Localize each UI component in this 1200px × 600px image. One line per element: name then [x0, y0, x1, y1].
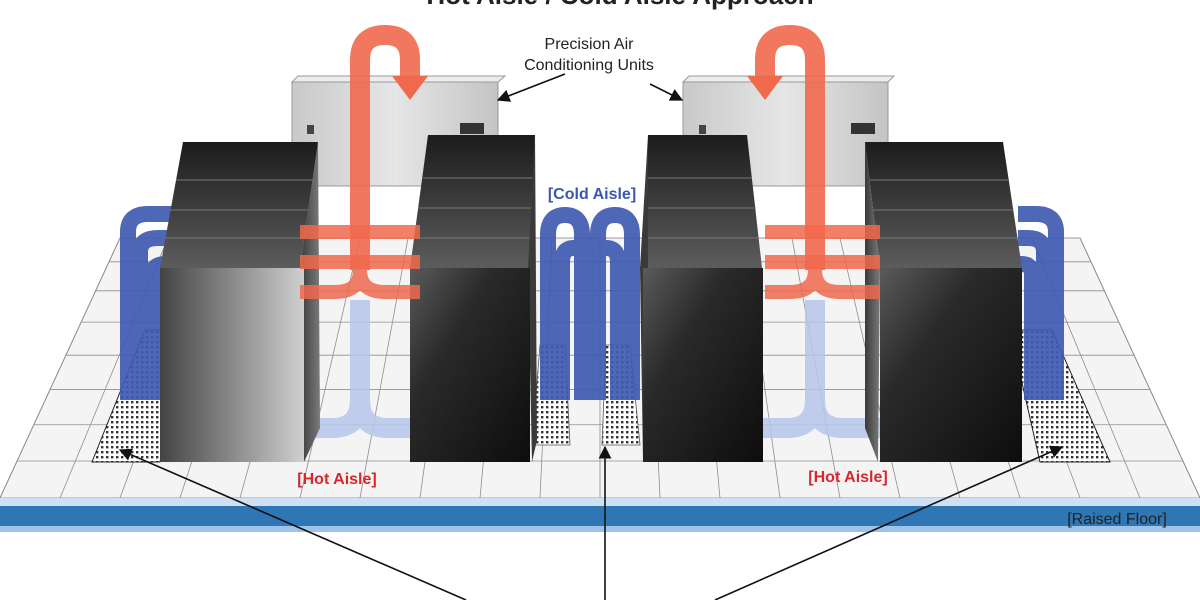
- crac-label-line2: Conditioning Units: [524, 57, 654, 74]
- cold-air-arrow-icon: [120, 206, 1064, 400]
- rack-right: [865, 142, 1022, 462]
- hot-air-arrow-icon: [350, 24, 428, 270]
- floor-band-bottom: [0, 526, 1200, 532]
- hot-air-arrow-icon: [300, 225, 880, 299]
- crac-label-line1: Precision Air: [545, 36, 635, 53]
- pointer-arrow-icon: [496, 73, 566, 102]
- pointer-arrow-icon: [714, 445, 1064, 600]
- floor-grid-line: [1079, 237, 1200, 499]
- pointer-arrow-icon: [118, 448, 467, 600]
- underfloor-cold-air: [290, 300, 890, 438]
- floor-band-top: [0, 498, 1200, 508]
- hot-air-arrow-icon: [747, 24, 825, 270]
- floor-grid-line: [0, 237, 121, 499]
- cold-aisle-label: [Cold Aisle]: [548, 186, 636, 203]
- hot-aisle-label-left: [Hot Aisle]: [297, 471, 376, 488]
- crac-display-icon: [851, 123, 875, 134]
- floor-grid-line: [359, 237, 409, 499]
- rack-center-left: [410, 135, 537, 462]
- hot-aisle-label-right: [Hot Aisle]: [808, 469, 887, 486]
- pointer-arrow-icon: [649, 83, 684, 101]
- crac-panel-icon: [699, 125, 706, 134]
- rack-left: [160, 142, 320, 462]
- crac-panel-icon: [307, 125, 314, 134]
- rack-center-right: [640, 135, 763, 462]
- raised-floor-label: [Raised Floor]: [1067, 511, 1167, 528]
- pointer-arrows: [118, 73, 1064, 600]
- floor-band: [0, 506, 1200, 526]
- crac-display-icon: [460, 123, 484, 134]
- title-text: Hot Aisle / Cold Aisle Approach: [426, 0, 813, 10]
